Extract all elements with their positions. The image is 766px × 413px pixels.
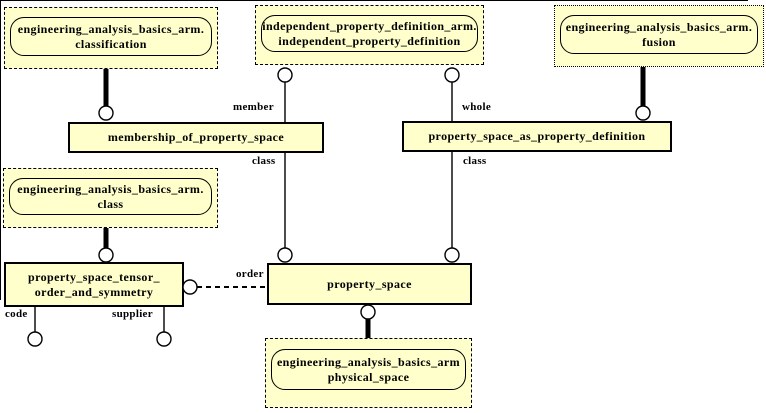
attr-label-code: code	[5, 308, 28, 320]
connector-circle-member	[277, 67, 293, 83]
entity-membership-of-property-space: membership_of_property_space	[68, 122, 324, 153]
entity-physical-space-inner: engineering_analysis_basics_arm physical…	[271, 349, 466, 390]
entity-fusion-label: engineering_analysis_basics_arm. fusion	[565, 19, 753, 49]
entity-independent-property-definition-ref: independent_property_definition_arm. ind…	[255, 5, 484, 65]
connector-circle-physical-space	[360, 304, 376, 320]
attr-label-supplier: supplier	[112, 308, 153, 320]
entity-classification-inner: engineering_analysis_basics_arm. classif…	[10, 17, 212, 56]
entity-property-space-tensor-order-and-symmetry-label: property_space_tensor_ order_and_symmetr…	[28, 269, 160, 299]
connector-circle-whole	[444, 67, 460, 83]
entity-independent-property-definition-label: independent_property_definition_arm. ind…	[262, 18, 477, 48]
entity-property-space: property_space	[267, 263, 472, 305]
attr-label-member: member	[233, 101, 274, 113]
attr-label-order: order	[236, 268, 264, 280]
entity-class-ref: engineering_analysis_basics_arm. class	[3, 168, 218, 228]
connector-circle-code	[27, 331, 43, 347]
connector-circle-order	[182, 279, 198, 295]
entity-physical-space-label: engineering_analysis_basics_arm physical…	[276, 354, 461, 384]
connector-circle-supplier	[156, 331, 172, 347]
entity-property-space-as-property-definition-label: property_space_as_property_definition	[428, 129, 646, 143]
connector-circle-fusion	[635, 105, 651, 121]
attr-label-class-left: class	[252, 155, 276, 167]
entity-property-space-label: property_space	[327, 276, 412, 291]
connector-circle-class-right	[444, 247, 460, 263]
entity-property-space-as-property-definition: property_space_as_property_definition	[402, 121, 672, 152]
entity-classification-ref: engineering_analysis_basics_arm. classif…	[4, 7, 218, 69]
attr-label-whole: whole	[462, 101, 491, 113]
entity-fusion-inner: engineering_analysis_basics_arm. fusion	[560, 15, 758, 54]
entity-classification-label: engineering_analysis_basics_arm. classif…	[17, 21, 205, 51]
connector-circle-classification	[98, 105, 114, 121]
entity-physical-space-ref: engineering_analysis_basics_arm physical…	[265, 338, 472, 408]
entity-property-space-tensor-order-and-symmetry: property_space_tensor_ order_and_symmetr…	[4, 262, 184, 307]
entity-independent-property-definition-inner: independent_property_definition_arm. ind…	[261, 15, 478, 52]
entity-class-inner: engineering_analysis_basics_arm. class	[9, 178, 212, 215]
attr-label-class-right: class	[463, 155, 487, 167]
connector-circle-class-tensor	[98, 247, 114, 263]
figure-frame	[0, 0, 748, 300]
entity-fusion-ref: engineering_analysis_basics_arm. fusion	[554, 5, 764, 67]
entity-membership-of-property-space-label: membership_of_property_space	[107, 130, 285, 144]
entity-class-label: engineering_analysis_basics_arm. class	[17, 181, 204, 211]
connector-circle-class-left	[277, 247, 293, 263]
